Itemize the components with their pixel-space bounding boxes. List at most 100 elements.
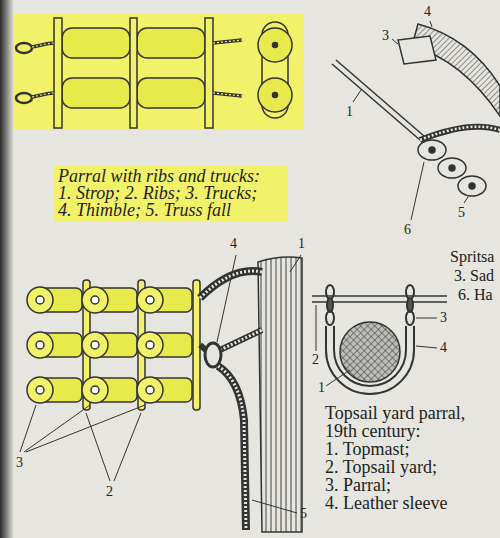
spritsail-parral-part	[430, 21, 432, 27]
part-list-item: 1. Topmast;	[325, 440, 409, 458]
spritsail-parral-part	[420, 127, 500, 140]
parral-perspective-view-part	[36, 296, 44, 304]
leader-lines-part	[217, 255, 236, 342]
leader-lines-part	[26, 405, 145, 452]
parral-perspective-view-part	[146, 341, 154, 349]
parral-top-view-part	[14, 14, 304, 130]
figure-caption: Topsail yard parral, 19th century:	[325, 404, 475, 440]
callout-number: 1	[318, 380, 325, 396]
spritsail-parral-part	[449, 165, 455, 171]
parral-perspective-view-part	[91, 386, 99, 394]
topsail-yard-parral-part	[416, 346, 437, 348]
parral-top-view-part	[32, 43, 54, 47]
spritsail-parral-part	[398, 36, 436, 64]
cut-off-caption: Spritsa	[450, 248, 494, 266]
callout-number: 5	[458, 205, 465, 221]
parral-perspective-view-part	[36, 386, 44, 394]
cut-off-caption: 3. Sad	[454, 267, 494, 285]
part-list-item: 3. Parral;	[325, 476, 391, 494]
cut-off-caption: 6. Ha	[458, 286, 493, 304]
leader-lines-part	[86, 413, 110, 481]
part-list-item: 2. Topsail yard;	[325, 458, 437, 476]
topsail-yard-parral-part	[316, 305, 317, 351]
spritsail-parral-part	[418, 140, 446, 160]
parral-perspective-view-part	[91, 296, 99, 304]
spritsail-parral-part	[411, 162, 424, 220]
callout-number: 4	[230, 236, 237, 252]
callout-number: 3	[440, 310, 447, 326]
parral-perspective-view-part	[146, 296, 154, 304]
topsail-yard-parral	[312, 285, 447, 394]
topsail-yard-parral-part	[326, 285, 334, 299]
parral-top-view-part	[54, 18, 62, 128]
parral-perspective-view-part	[27, 287, 53, 313]
callout-number: 2	[312, 352, 319, 368]
parral-top-view-part	[258, 28, 292, 62]
topsail-yard-parral-part	[326, 311, 334, 325]
parral-top-view-part	[137, 78, 205, 108]
spritsail-parral-part	[458, 176, 486, 196]
parral-perspective-view-part	[137, 377, 163, 403]
leader-lines-part	[290, 255, 301, 272]
parral-top-view-part	[137, 28, 205, 58]
parral-top-view-part	[130, 18, 137, 128]
spritsail-parral-part	[438, 158, 466, 178]
callout-number: 3	[16, 455, 23, 471]
leader-lines-part	[24, 405, 90, 452]
callout-number: 1	[346, 104, 353, 120]
callout-number: 6	[404, 222, 411, 238]
leader-lines-part	[252, 500, 297, 513]
parral-perspective-view-part	[82, 377, 108, 403]
parral-perspective-view-part	[137, 332, 163, 358]
spritsail-parral-part	[336, 60, 424, 136]
spritsail-parral-part	[392, 39, 398, 44]
parral-top-view-part	[258, 78, 292, 112]
parral-top-view-part	[62, 28, 130, 58]
callout-number: 1	[298, 236, 305, 252]
spritsail-parral	[332, 21, 500, 220]
spritsail-parral-part	[332, 64, 420, 140]
spritsail-parral-part	[429, 147, 435, 153]
parral-perspective-view-part	[146, 386, 154, 394]
parral-top-view-part	[32, 40, 242, 97]
callout-number: 5	[300, 506, 307, 522]
topsail-yard-parral-part	[340, 322, 400, 382]
parral-top-view-part	[16, 93, 32, 103]
parral-perspective-view-part	[27, 332, 53, 358]
parral-perspective-view-part	[205, 343, 221, 367]
spritsail-parral-part	[353, 90, 361, 102]
topsail-yard-parral-part	[326, 326, 414, 394]
parral-perspective-view-part	[218, 366, 246, 530]
callout-number: 3	[382, 28, 389, 44]
figure-caption: Parral with ribs and trucks: 1. Strop; 2…	[58, 168, 270, 219]
leader-lines	[20, 255, 301, 513]
spritsail-parral-part	[469, 183, 475, 189]
parral-perspective-view-part	[82, 332, 108, 358]
parral-perspective-view-part	[200, 271, 262, 530]
parral-top-view	[14, 14, 304, 130]
spritsail-parral-part	[420, 127, 500, 140]
parral-top-view-part	[32, 93, 54, 97]
topsail-yard-parral-part	[416, 318, 437, 319]
parral-top-view-part	[273, 43, 278, 48]
topsail-yard-parral-part	[407, 298, 413, 312]
parral-perspective-view-part	[91, 341, 99, 349]
parral-perspective-view-part	[258, 257, 302, 532]
parral-perspective-view-part	[82, 287, 108, 313]
parral-top-view-part	[16, 43, 32, 53]
parral-perspective-view	[27, 257, 302, 532]
topsail-yard-parral-part	[334, 326, 406, 386]
caption-highlight	[54, 166, 288, 222]
paper-part	[0, 0, 14, 538]
parral-perspective-view-part	[200, 271, 262, 298]
parral-perspective-view-part	[137, 287, 163, 313]
callout-number: 2	[106, 484, 113, 500]
topsail-yard-parral-part	[406, 311, 414, 325]
topsail-yard-parral-part	[327, 298, 333, 312]
parral-perspective-view-part	[27, 377, 53, 403]
parral-perspective-view-part	[193, 280, 200, 410]
parral-top-view-part	[62, 78, 130, 108]
